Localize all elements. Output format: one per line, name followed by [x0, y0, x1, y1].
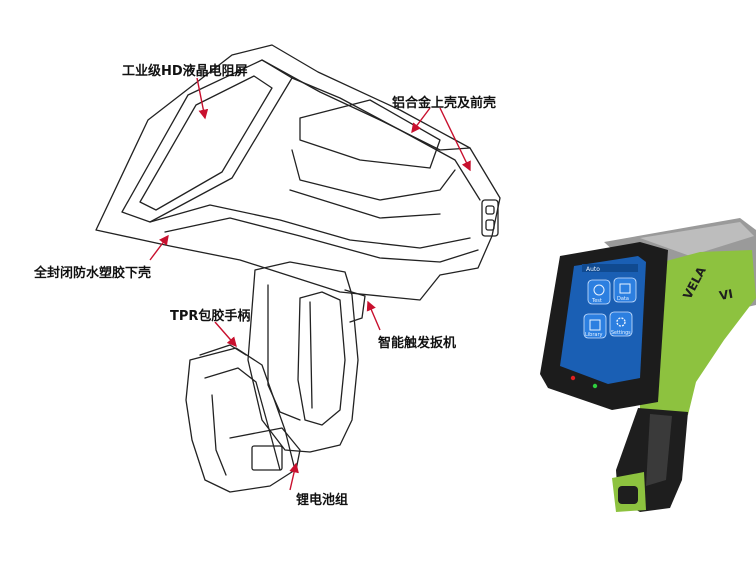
svg-text:Test: Test: [591, 298, 602, 304]
arrow-battery: [289, 462, 299, 491]
callout-battery: 锂电池组: [296, 493, 349, 508]
svg-text:Data: Data: [617, 296, 629, 302]
callout-grip: TPR包胶手柄: [170, 309, 251, 324]
arrow-grip: [214, 321, 237, 348]
callout-trigger: 智能触发扳机: [378, 336, 457, 351]
arrow-screen: [196, 77, 209, 120]
settings-icon: [616, 317, 626, 327]
screen-panel: [139, 75, 273, 211]
screen-button-test[interactable]: Test: [587, 279, 611, 305]
handle-outline: [247, 261, 359, 453]
test-icon: [593, 284, 605, 296]
screen-button-library[interactable]: Library: [583, 313, 607, 339]
svg-text:Library: Library: [585, 332, 603, 338]
screen-status-label: Auto: [586, 266, 600, 273]
data-icon: [619, 283, 631, 294]
callout-lower-shell: 全封闭防水塑胶下壳: [34, 266, 152, 281]
library-icon: [589, 319, 601, 331]
device-model: VI: [718, 287, 734, 303]
status-led-red: [570, 375, 576, 381]
svg-text:Settings: Settings: [611, 330, 631, 336]
device-green-body: [640, 250, 756, 420]
callout-screen: 工业级HD液晶电阻屏: [122, 64, 248, 79]
arrow-upper-shell-2: [439, 107, 471, 172]
screen-button-data[interactable]: Data: [613, 277, 637, 303]
arrow-lower-shell: [149, 234, 169, 261]
arrow-upper-shell-1: [411, 107, 431, 134]
arrow-trigger: [366, 300, 381, 331]
battery-pack-outline: [185, 347, 296, 493]
callout-upper-shell: 铝合金上壳及前壳: [392, 96, 497, 111]
screen-button-settings[interactable]: Settings: [609, 311, 633, 337]
upper-shell-outline: [95, 44, 501, 301]
status-led-green: [592, 383, 598, 389]
